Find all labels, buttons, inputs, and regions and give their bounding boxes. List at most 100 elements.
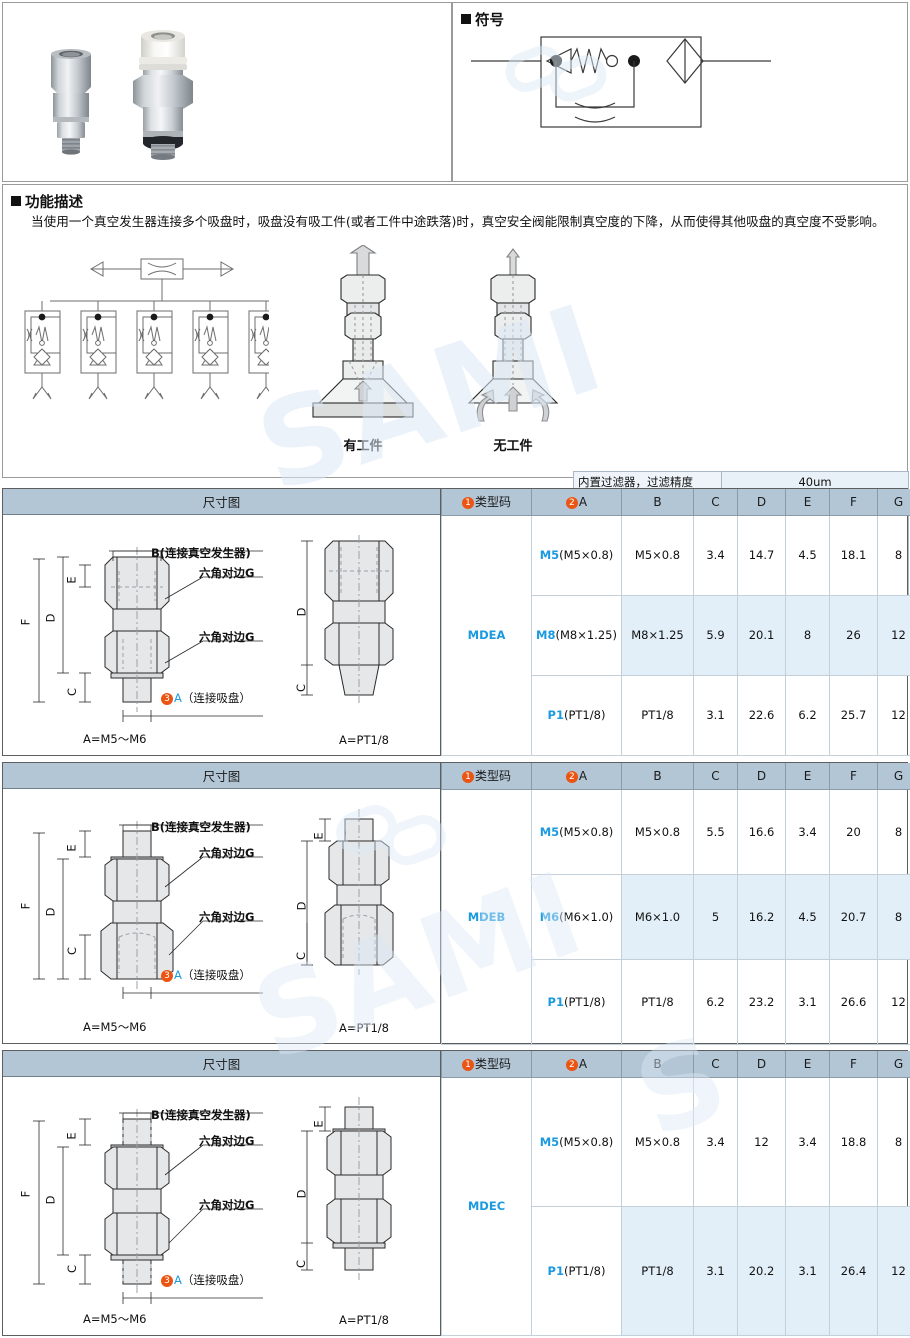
cell-b: M5×0.8 bbox=[621, 788, 694, 875]
header-b: B bbox=[621, 763, 694, 790]
header-c: C bbox=[693, 489, 738, 516]
header-d: D bbox=[737, 763, 786, 790]
dim-letter-d: D bbox=[43, 613, 58, 623]
product-photo-panel bbox=[2, 2, 452, 182]
cell-e: 8 bbox=[785, 594, 830, 676]
header-e: E bbox=[785, 489, 830, 516]
caption-without-workpiece: 无工件 bbox=[493, 439, 533, 454]
callout-number-2: 2 bbox=[565, 1058, 578, 1071]
callout-number-1: 1 bbox=[461, 771, 474, 784]
cell-b: M5×0.8 bbox=[621, 1076, 694, 1207]
spec-row: 内置过滤器，过滤精度 40um bbox=[573, 471, 909, 493]
cell-d: 12 bbox=[737, 1076, 786, 1207]
table-row: P1(PT1/8) PT1/8 6.2 23.2 3.1 26.6 12 bbox=[442, 958, 910, 1045]
label-hex-top: 六角对边G bbox=[199, 846, 255, 860]
caption-left-view: A=M5〜M6 bbox=[83, 1312, 147, 1326]
cell-f: 18.1 bbox=[829, 514, 878, 596]
dim-letter-c: C bbox=[65, 687, 80, 697]
caption-left-view: A=M5〜M6 bbox=[83, 732, 147, 746]
drawing-header: 尺寸图 bbox=[3, 763, 440, 789]
label-hex-bottom: 六角对边G bbox=[199, 1198, 255, 1212]
cell-c: 3.4 bbox=[693, 514, 738, 596]
callout-number-1: 1 bbox=[461, 497, 474, 510]
callout-number-2: 2 bbox=[565, 770, 578, 783]
cell-f: 20 bbox=[829, 788, 878, 875]
cell-e: 6.2 bbox=[785, 674, 830, 756]
dim-letter-c-side: C bbox=[294, 1259, 309, 1269]
cell-c: 3.4 bbox=[693, 1076, 738, 1207]
header-e: E bbox=[785, 1051, 830, 1078]
dim-letter-c-side: C bbox=[294, 951, 309, 961]
table-row: MDEC M5(M5×0.8) M5×0.8 3.4 12 3.4 18.8 8 bbox=[441, 1076, 910, 1336]
valve-block bbox=[24, 301, 61, 400]
caption-right-view: A=PT1/8 bbox=[339, 733, 389, 747]
table-row: MDEA M5(M5×0.8) M5×0.8 3.4 14.7 4.5 18.1… bbox=[441, 514, 910, 756]
cell-c: 5 bbox=[693, 873, 738, 960]
caption-with-workpiece: 有工件 bbox=[343, 439, 383, 454]
cell-a: M6(M6×1.0) bbox=[531, 873, 622, 960]
cell-f: 20.7 bbox=[829, 873, 878, 960]
cell-g: 12 bbox=[877, 958, 910, 1045]
valve-block bbox=[80, 301, 117, 400]
side-view-drawing bbox=[301, 1097, 392, 1280]
label-hex-top: 六角对边G bbox=[199, 566, 255, 580]
header-b: B bbox=[621, 489, 694, 516]
label-hex-top: 六角对边G bbox=[199, 1134, 255, 1148]
cell-b: PT1/8 bbox=[621, 674, 694, 756]
header-g: G bbox=[877, 489, 910, 516]
header-f: F bbox=[829, 763, 878, 790]
cell-c: 3.1 bbox=[693, 1205, 738, 1336]
cell-g: 8 bbox=[877, 873, 910, 960]
dim-letter-c: C bbox=[65, 1264, 80, 1274]
function-description-text: 当使用一个真空发生器连接多个吸盘时，吸盘没有吸工件(或者工件中途跌落)时，真空安… bbox=[31, 214, 885, 229]
product-photo-image bbox=[51, 30, 193, 160]
table-body: MDEC M5(M5×0.8) M5×0.8 3.4 12 3.4 18.8 8… bbox=[441, 1076, 910, 1336]
cell-g: 12 bbox=[877, 1205, 910, 1336]
table-body: MDEB M5(M5×0.8) M5×0.8 5.5 16.6 3.4 20 8… bbox=[441, 788, 910, 1045]
dim-letter-d-side: D bbox=[294, 1189, 309, 1199]
cell-g: 8 bbox=[877, 788, 910, 875]
callout-number-2: 2 bbox=[565, 496, 578, 509]
symbol-section-title: 符号 bbox=[461, 9, 504, 30]
header-c: C bbox=[693, 1051, 738, 1078]
square-bullet-icon bbox=[11, 196, 21, 206]
dim-letter-e: E bbox=[64, 576, 79, 584]
front-view-drawing bbox=[33, 547, 263, 722]
callout-number-1: 1 bbox=[461, 1059, 474, 1072]
label-a-text: （连接吸盘） bbox=[181, 968, 251, 982]
cell-e: 4.5 bbox=[785, 514, 830, 596]
cell-d: 16.6 bbox=[737, 788, 786, 875]
dim-letter-c-side: C bbox=[294, 683, 309, 693]
header-g: G bbox=[877, 1051, 910, 1078]
table-body: MDEA M5(M5×0.8) M5×0.8 3.4 14.7 4.5 18.1… bbox=[441, 514, 910, 756]
label-hex-bottom: 六角对边G bbox=[199, 910, 255, 924]
fitting-right bbox=[133, 30, 193, 160]
valve-block bbox=[192, 301, 229, 400]
with-workpiece-diagram bbox=[312, 245, 414, 418]
label-a-text: （连接吸盘） bbox=[181, 691, 251, 705]
dim-letter-f: F bbox=[18, 1190, 33, 1198]
label-b-port: B(连接真空发生器) bbox=[151, 546, 251, 560]
cell-e: 3.4 bbox=[785, 788, 830, 875]
cell-d: 14.7 bbox=[737, 514, 786, 596]
cell-b: M8×1.25 bbox=[621, 594, 694, 676]
label-b-port: B(连接真空发生器) bbox=[151, 820, 251, 834]
cell-g: 12 bbox=[877, 594, 910, 676]
side-view-drawing bbox=[301, 535, 394, 705]
dimension-drawing-area: 尺寸图 bbox=[3, 1051, 441, 1335]
label-b-port: B(连接真空发生器) bbox=[151, 1108, 251, 1122]
cell-b: PT1/8 bbox=[621, 958, 694, 1045]
type-code-cell: MDEC bbox=[441, 1076, 532, 1336]
table-row: MDEB M5(M5×0.8) M5×0.8 5.5 16.6 3.4 20 8 bbox=[441, 788, 910, 1045]
cell-a: M5(M5×0.8) bbox=[531, 514, 622, 596]
